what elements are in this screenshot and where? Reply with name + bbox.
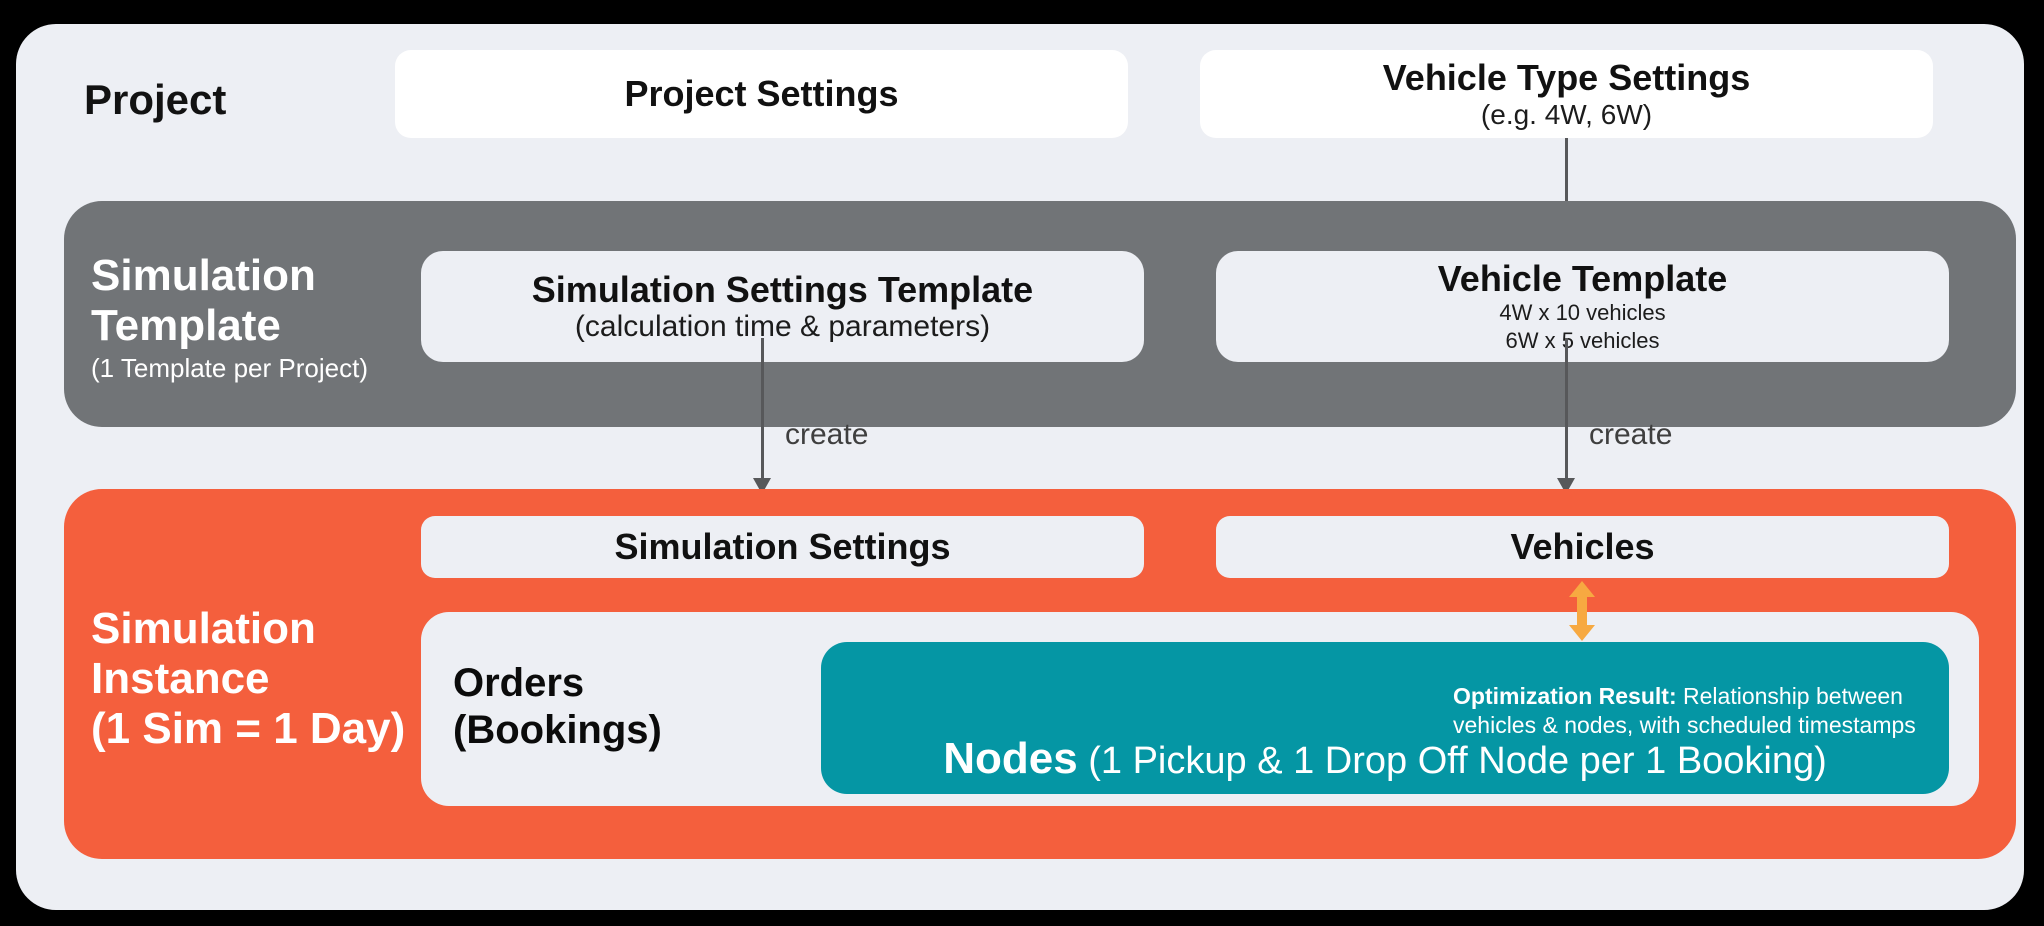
nodes-box: Optimization Result: Relationship betwee… — [821, 642, 1949, 794]
optimization-result-rest: Relationship between — [1676, 683, 1903, 709]
create-label-left: create — [785, 418, 869, 451]
simulation-template-label-line2: Template — [91, 301, 281, 350]
simulation-settings-template-box: Simulation Settings Template (calculatio… — [421, 251, 1144, 362]
arrow-shaft — [1565, 138, 1568, 210]
simulation-instance-label: Simulation Instance (1 Sim = 1 Day) — [91, 604, 405, 754]
vehicles-box: Vehicles — [1216, 516, 1949, 578]
nodes-title: Nodes (1 Pickup & 1 Drop Off Node per 1 … — [821, 734, 1949, 784]
vehicle-type-settings-box: Vehicle Type Settings (e.g. 4W, 6W) — [1200, 50, 1933, 138]
orders-label-line2: (Bookings) — [453, 708, 662, 752]
optimization-result-bold: Optimization Result: — [1453, 683, 1677, 709]
arrow-up-head-icon — [1569, 581, 1595, 597]
optimization-result-note: Optimization Result: Relationship betwee… — [1453, 682, 1933, 740]
vehicles-nodes-relation-arrow-icon — [1569, 581, 1595, 641]
project-settings-title: Project Settings — [624, 73, 899, 115]
create-label-right: create — [1589, 418, 1673, 451]
vehicles-title: Vehicles — [1510, 526, 1655, 568]
orders-label-line1: Orders — [453, 661, 585, 705]
orders-box: Orders (Bookings) Optimization Result: R… — [421, 612, 1979, 806]
simulation-settings-template-title: Simulation Settings Template — [531, 268, 1034, 310]
optimization-result-line2: vehicles & nodes, with scheduled timesta… — [1453, 712, 1916, 738]
simulation-template-section: Simulation Template (1 Template per Proj… — [64, 201, 2016, 427]
project-settings-box: Project Settings — [395, 50, 1128, 138]
simulation-settings-box: Simulation Settings — [421, 516, 1144, 578]
simulation-instance-label-line1: Simulation — [91, 604, 316, 653]
vehicle-type-settings-title: Vehicle Type Settings — [1382, 57, 1751, 99]
diagram-card: Project Project Settings Vehicle Type Se… — [16, 24, 2024, 910]
vehicle-type-settings-subtitle: (e.g. 4W, 6W) — [1480, 98, 1653, 130]
nodes-title-bold: Nodes — [943, 734, 1078, 783]
simulation-template-label-line1: Simulation — [91, 251, 316, 300]
simulation-instance-section: Simulation Instance (1 Sim = 1 Day) Simu… — [64, 489, 2016, 859]
simulation-instance-label-line3: (1 Sim = 1 Day) — [91, 704, 406, 753]
project-title: Project — [84, 76, 227, 123]
nodes-title-rest: (1 Pickup & 1 Drop Off Node per 1 Bookin… — [1077, 740, 1827, 782]
simulation-settings-title: Simulation Settings — [614, 526, 951, 568]
arrow-shaft — [1577, 595, 1587, 627]
vehicle-template-line2: 6W x 5 vehicles — [1505, 328, 1660, 354]
simulation-template-label: Simulation Template (1 Template per Proj… — [91, 251, 368, 385]
arrow-shaft — [761, 338, 764, 478]
simulation-settings-template-subtitle: (calculation time & parameters) — [574, 310, 991, 344]
vehicle-template-box: Vehicle Template 4W x 10 vehicles 6W x 5… — [1216, 251, 1949, 362]
vehicle-template-title: Vehicle Template — [1437, 257, 1728, 299]
arrow-shaft — [1565, 338, 1568, 478]
vehicle-template-line1: 4W x 10 vehicles — [1499, 300, 1666, 326]
orders-label: Orders (Bookings) — [453, 660, 662, 754]
arrow-down-head-icon — [1569, 625, 1595, 641]
simulation-template-label-sub: (1 Template per Project) — [91, 353, 368, 383]
simulation-instance-label-line2: Instance — [91, 654, 270, 703]
